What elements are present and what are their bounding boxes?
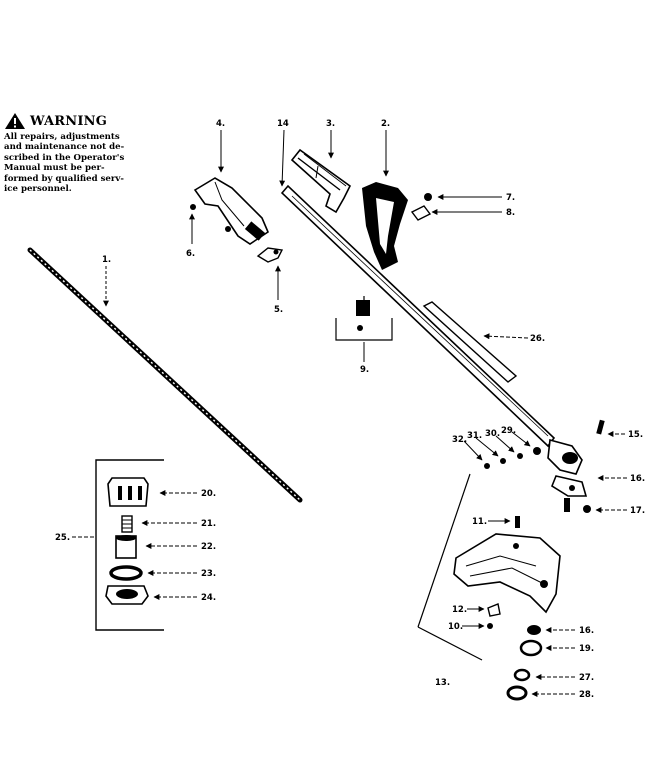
rear-handle-part bbox=[362, 182, 408, 270]
label-part-14: 14 bbox=[277, 119, 289, 129]
warning-triangle-icon bbox=[5, 113, 25, 129]
handle-bracket-part bbox=[193, 177, 269, 245]
warning-title: WARNING bbox=[30, 113, 108, 129]
strip-part-26 bbox=[422, 301, 518, 383]
nut-part-19 bbox=[519, 639, 543, 657]
label-part-10: 10. bbox=[448, 622, 463, 632]
label-part-25: 25. bbox=[55, 533, 70, 543]
label-part-5: 5. bbox=[274, 305, 283, 315]
part-labels: 1. 2. 3. 4. 14 6. 5. 7. 8. 9. 26. 15. 16… bbox=[55, 119, 645, 700]
label-part-3: 3. bbox=[326, 119, 335, 129]
warning-line: Manual must be per- bbox=[4, 163, 105, 174]
screw-part-11 bbox=[515, 516, 520, 528]
blade-part-12 bbox=[487, 603, 501, 617]
label-part-7: 7. bbox=[506, 193, 515, 203]
warning-text: All repairs, adjustments and maintenance… bbox=[4, 132, 160, 194]
label-part-13: 13. bbox=[435, 678, 450, 688]
guard-part-13 bbox=[417, 473, 561, 661]
label-part-15: 15. bbox=[628, 430, 643, 440]
clamp-part-5 bbox=[256, 247, 284, 263]
screw-part-17 bbox=[583, 505, 591, 513]
shaft-housing-part bbox=[280, 184, 556, 448]
screw-part-7 bbox=[424, 193, 432, 201]
label-part-16: 16. bbox=[630, 474, 645, 484]
label-part-23: 23. bbox=[201, 569, 216, 579]
warning-header: WARNING bbox=[4, 112, 160, 130]
leader-lines bbox=[72, 129, 627, 697]
handle-grip-part bbox=[290, 148, 352, 214]
warning-line: All repairs, adjustments bbox=[4, 132, 120, 142]
spool-part-22 bbox=[115, 535, 137, 559]
screw-part-10 bbox=[487, 623, 493, 629]
washer-part-28 bbox=[506, 685, 528, 701]
screw-part-6 bbox=[190, 204, 231, 232]
washer-part-18 bbox=[527, 625, 541, 635]
screw-set-29-32 bbox=[484, 447, 541, 469]
housing-part-24 bbox=[105, 585, 149, 605]
label-part-31: 31. bbox=[467, 431, 482, 441]
warning-line: and maintenance not de- bbox=[4, 142, 125, 153]
screw-part-15 bbox=[596, 419, 605, 435]
label-part-20: 20. bbox=[201, 489, 216, 499]
label-part-9: 9. bbox=[360, 365, 369, 375]
switch-part-9 bbox=[335, 296, 393, 341]
drive-shaft-part bbox=[27, 247, 303, 503]
label-part-24: 24. bbox=[201, 593, 216, 603]
warning-line: ice personnel. bbox=[4, 184, 72, 195]
warning-block: WARNING All repairs, adjustments and mai… bbox=[4, 112, 160, 194]
label-part-4: 4. bbox=[216, 119, 225, 129]
gear-head-part bbox=[547, 438, 588, 512]
label-part-32: 32. bbox=[452, 435, 467, 445]
label-part-26: 26. bbox=[530, 334, 545, 344]
label-part-2: 2. bbox=[381, 119, 390, 129]
knob-part-20 bbox=[107, 477, 149, 507]
label-part-17: 17. bbox=[630, 506, 645, 516]
label-part-12: 12. bbox=[452, 605, 467, 615]
label-part-1: 1. bbox=[102, 255, 111, 265]
label-part-29: 29. bbox=[501, 426, 516, 436]
label-part-19: 19. bbox=[579, 644, 594, 654]
clip-part-8 bbox=[410, 205, 432, 221]
label-part-28: 28. bbox=[579, 690, 594, 700]
spring-part-23 bbox=[109, 565, 143, 581]
warning-line: scribed in the Operator's bbox=[4, 152, 125, 163]
label-part-30: 30. bbox=[485, 429, 500, 439]
bolt-part-21 bbox=[121, 515, 133, 533]
label-part-22: 22. bbox=[201, 542, 216, 552]
label-part-16-lower: 16. bbox=[579, 626, 594, 636]
label-part-21: 21. bbox=[201, 519, 216, 529]
warning-line: formed by qualified serv- bbox=[4, 173, 124, 184]
label-part-8: 8. bbox=[506, 208, 515, 218]
washer-part-27 bbox=[513, 668, 531, 682]
bump-head-assembly-25 bbox=[95, 459, 164, 631]
label-part-11: 11. bbox=[472, 517, 487, 527]
label-part-6: 6. bbox=[186, 249, 195, 259]
label-part-27: 27. bbox=[579, 673, 594, 683]
